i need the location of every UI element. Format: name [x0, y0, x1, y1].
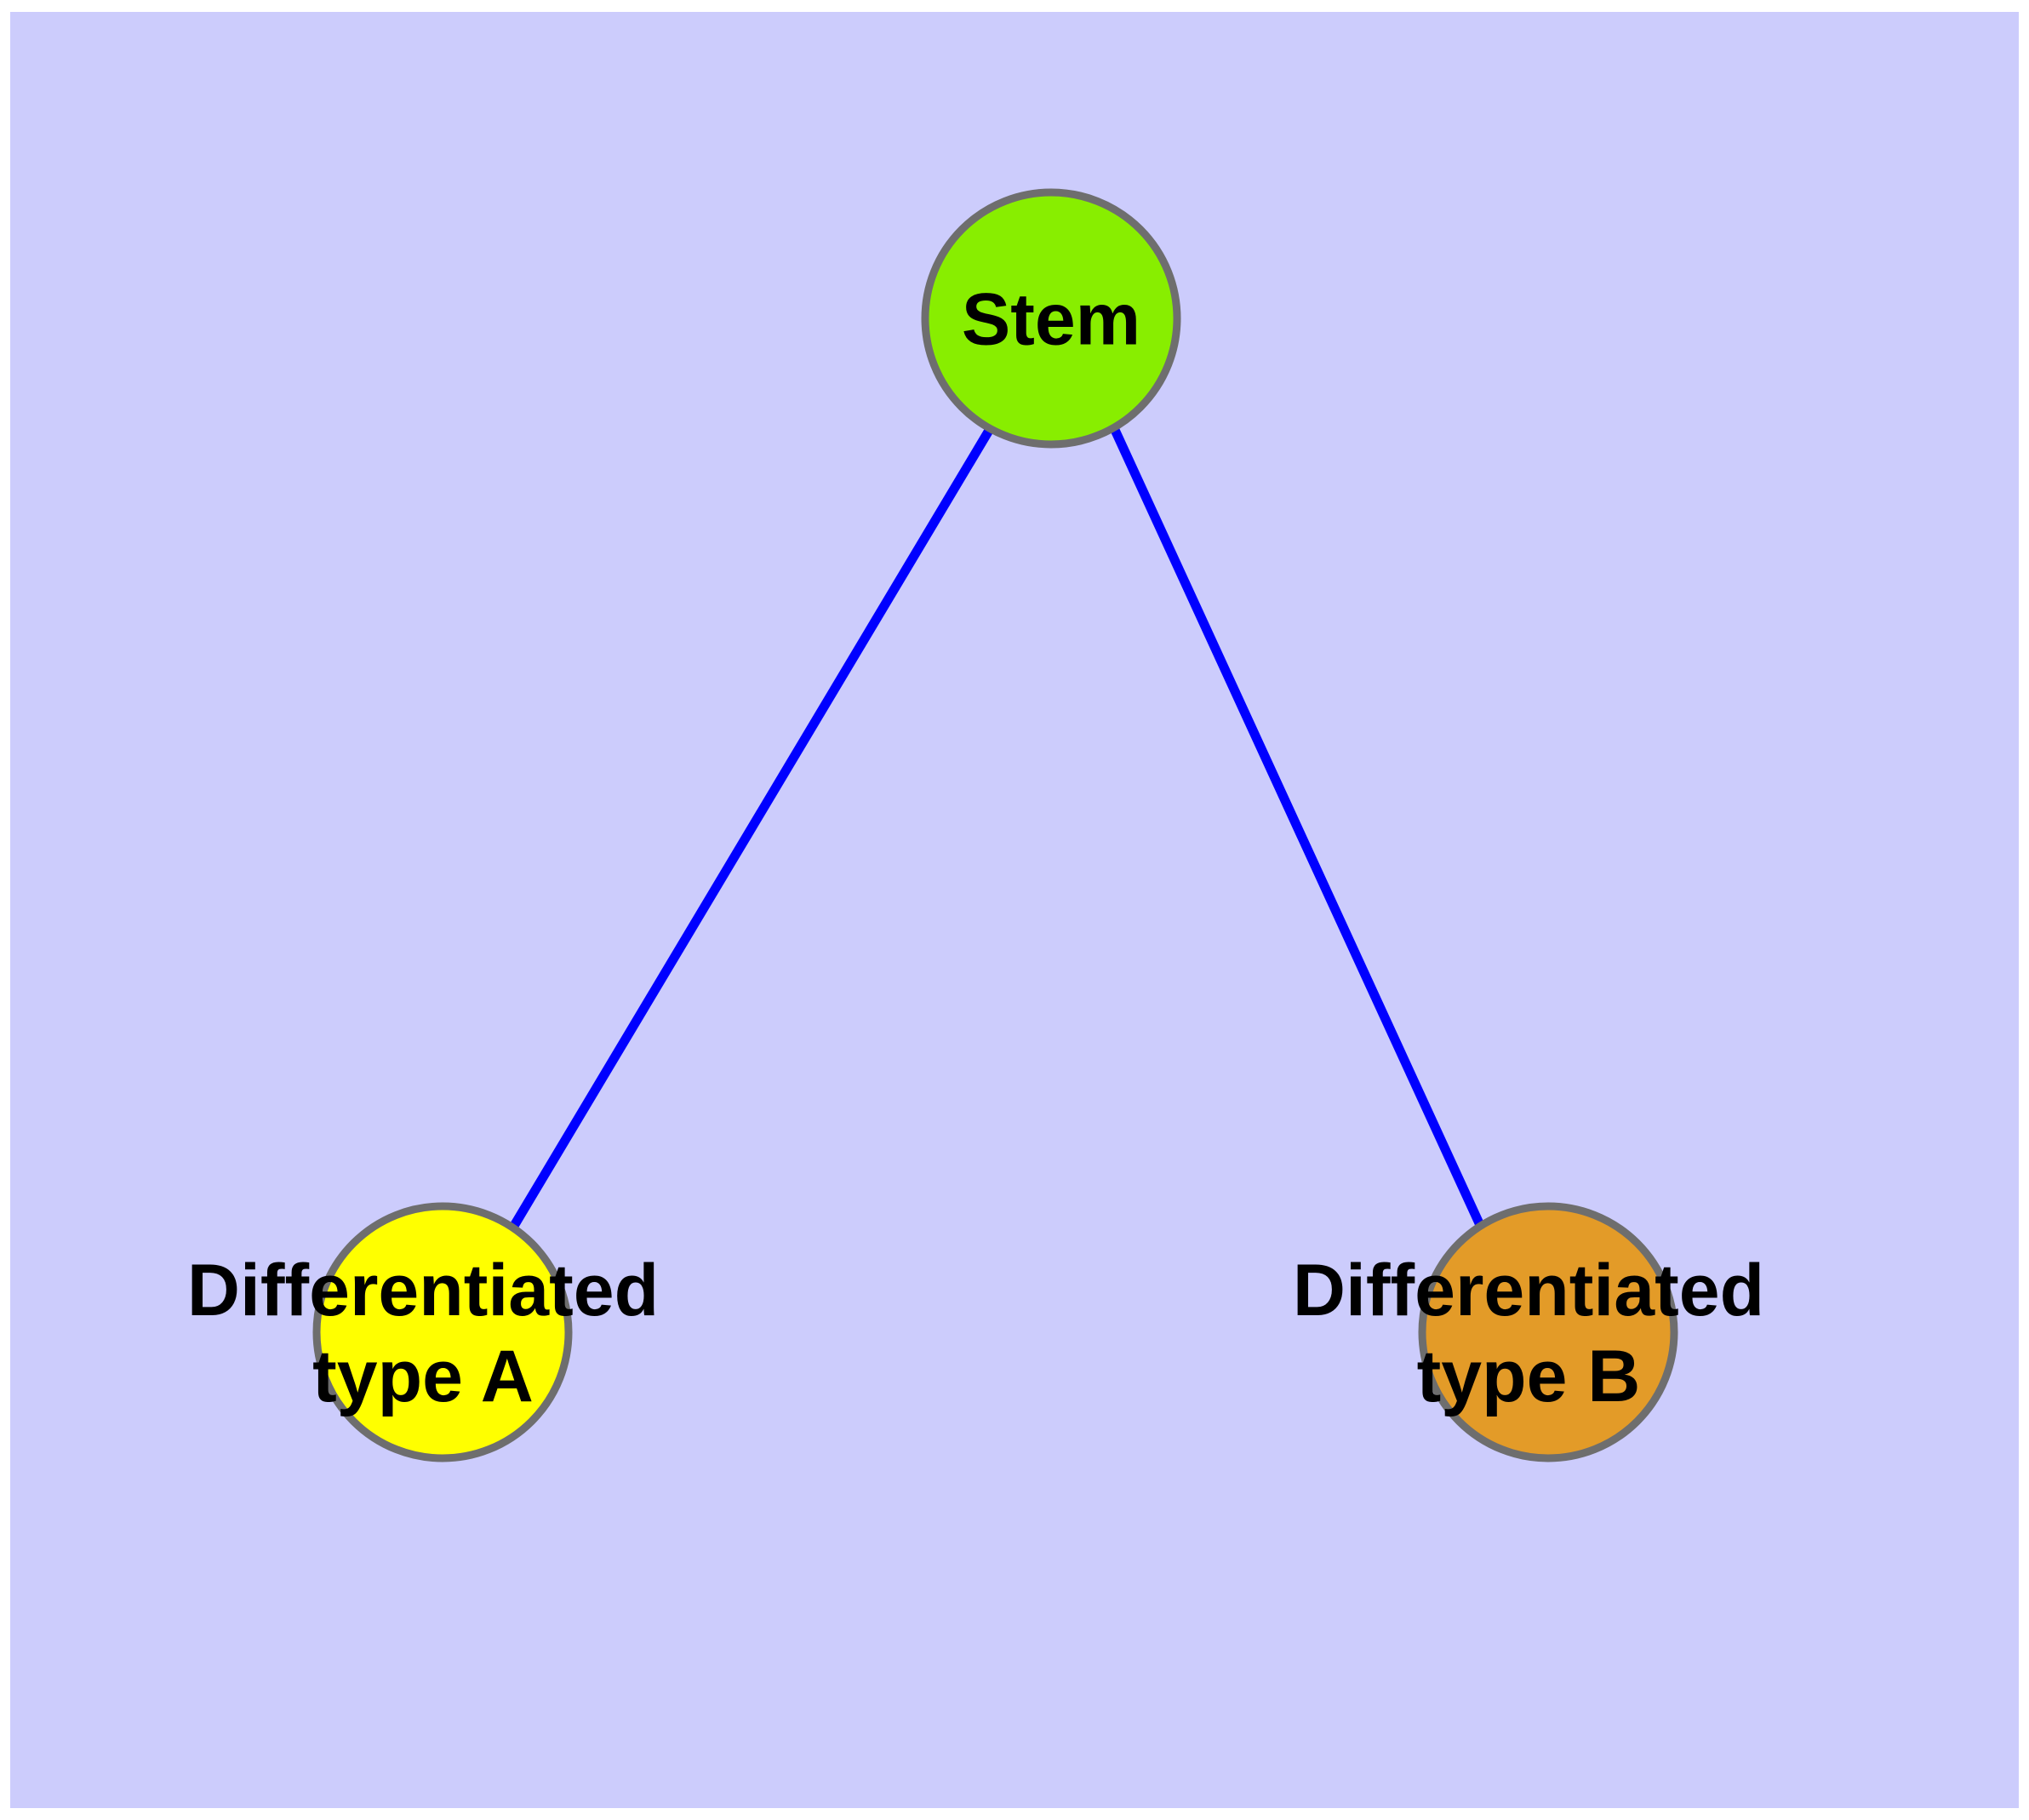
- node-label-line: Stem: [962, 279, 1140, 361]
- edge-layer: [510, 426, 1483, 1228]
- edge-stem-to-diff_b[interactable]: [1111, 427, 1483, 1226]
- node-label-line: Differentiated: [187, 1250, 659, 1331]
- edge-stem-to-diff_a[interactable]: [510, 426, 994, 1228]
- node-circle-diff_b[interactable]: [1418, 1202, 1678, 1462]
- node-label-stem: Stem: [962, 279, 1140, 361]
- node-circle-stem[interactable]: [921, 188, 1181, 449]
- node-circle-diff_a[interactable]: [312, 1202, 573, 1462]
- node-label-line: type B: [1417, 1336, 1641, 1417]
- node-label-line: type A: [312, 1336, 534, 1417]
- node-stem[interactable]: Stem: [921, 188, 1181, 449]
- node-label-line: Differentiated: [1293, 1250, 1764, 1331]
